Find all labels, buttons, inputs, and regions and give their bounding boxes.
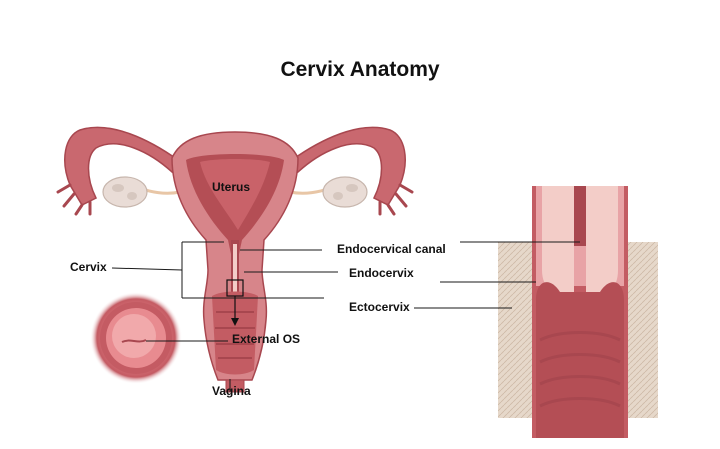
right-ovary [322, 176, 368, 208]
endocervical-canal-lumen [574, 186, 586, 246]
arrow-down-icon [231, 318, 239, 326]
label-external-os: External OS [232, 332, 301, 346]
label-endocervix: Endocervix [349, 266, 414, 280]
page-title: Cervix Anatomy [280, 58, 440, 81]
label-endocervical-canal: Endocervical canal [337, 242, 446, 256]
label-uterus: Uterus [212, 180, 251, 194]
label-cervix: Cervix [70, 260, 107, 274]
right-fallopian-tube [291, 126, 406, 206]
cervix-cross-section [498, 186, 658, 438]
label-ectocervix: Ectocervix [349, 300, 410, 314]
label-vagina: Vagina [212, 384, 251, 398]
external-os-illustration [90, 292, 182, 384]
uterus-illustration [56, 126, 414, 393]
leader-lines [111, 241, 580, 392]
left-ovary [102, 176, 148, 208]
left-fallopian-tube [64, 126, 179, 206]
